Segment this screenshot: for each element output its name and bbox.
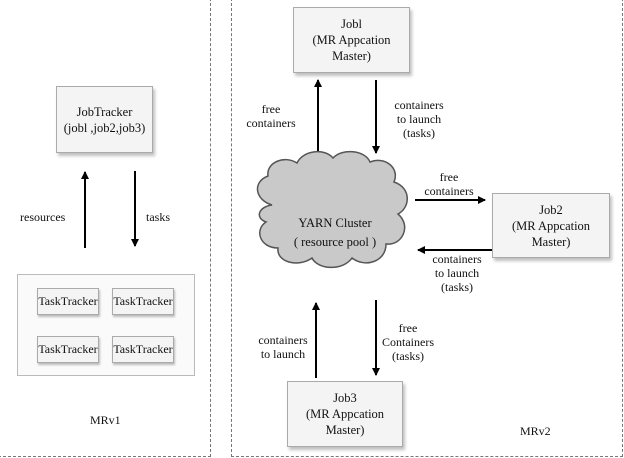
tasktracker-2: TaskTracker [112, 288, 174, 315]
tasktracker-4: TaskTracker [112, 336, 174, 363]
yarn-cluster-title: YARN Cluster [298, 216, 372, 230]
job2-containers-to-launch-label: containers to launch (tasks) [432, 252, 482, 294]
job3-free-containers-label: free Containers (tasks) [382, 321, 434, 363]
mrv2-panel [231, 0, 623, 457]
resources-label: resources [20, 210, 66, 224]
job3-title: Job3 [333, 391, 357, 405]
jobtracker-box: JobTracker (jobl ,job2,job3) [56, 86, 153, 153]
mrv1-panel [0, 0, 211, 457]
job2-free-containers-label: free containers [424, 170, 474, 198]
tasktracker-1: TaskTracker [37, 288, 99, 315]
tasks-label: tasks [146, 210, 170, 224]
yarn-cluster-cloud [256, 150, 408, 269]
jobtracker-subtitle: (jobl ,job2,job3) [63, 120, 146, 135]
job2-title: Job2 [539, 202, 563, 217]
job2-box: Job2 (MR Appcation Master) [492, 193, 610, 258]
job1-subtitle: (MR Appcation Master) [312, 33, 391, 63]
jobtracker-title: JobTracker [76, 104, 133, 119]
job3-box: Job3 (MR Appcation Master) [287, 381, 403, 447]
job3-subtitle: (MR Appcation Master) [305, 407, 385, 437]
yarn-cluster-subtitle: ( resource pool ) [293, 235, 377, 249]
job1-free-containers-label: free containers [246, 102, 296, 130]
job1-box: Jobl (MR Appcation Master) [293, 7, 410, 73]
job3-containers-to-launch-label: containers to launch [258, 333, 308, 361]
job1-containers-to-launch-label: containers to launch (tasks) [394, 98, 444, 140]
job2-subtitle: (MR Appcation Master) [511, 218, 591, 249]
mrv1-panel-label: MRv1 [90, 413, 121, 427]
job1-title: Jobl [341, 17, 362, 31]
tasktracker-3: TaskTracker [37, 336, 99, 363]
mrv2-panel-label: MRv2 [520, 424, 551, 438]
